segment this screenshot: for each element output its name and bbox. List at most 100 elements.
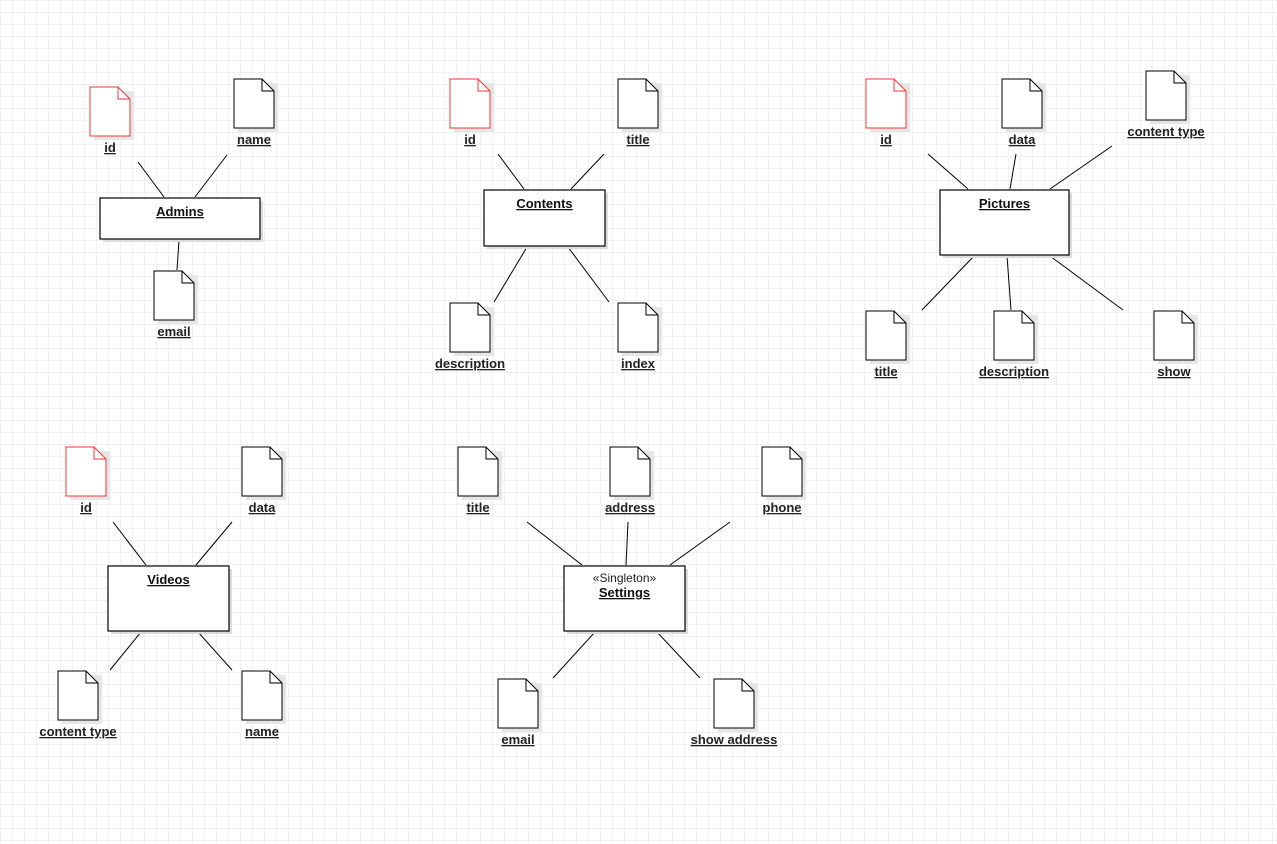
contents-attribute-description[interactable]: description <box>435 302 505 371</box>
attribute-label: title <box>626 132 649 147</box>
attribute-label: email <box>501 732 534 747</box>
entity-box <box>107 565 230 632</box>
entity-settings[interactable]: «Singleton»Settings <box>563 565 688 634</box>
settings-attribute-show-address[interactable]: show address <box>691 678 778 747</box>
key-attribute-document-icon <box>449 78 494 132</box>
attribute-label: id <box>104 140 116 155</box>
contents-connector-id <box>497 153 525 190</box>
attribute-label: description <box>435 356 505 371</box>
pictures-attribute-data[interactable]: data <box>1001 78 1046 147</box>
entity-name: Videos <box>147 572 189 587</box>
attribute-label: show address <box>691 732 778 747</box>
document-icon <box>713 678 758 732</box>
entity-pictures[interactable]: Pictures <box>939 189 1072 258</box>
document-icon <box>865 310 910 364</box>
attribute-label: data <box>249 500 277 515</box>
entity-name: Settings <box>599 585 650 600</box>
document-icon <box>993 310 1038 364</box>
entity-name: Contents <box>516 196 572 211</box>
connectors-layer <box>109 145 1124 679</box>
entity-stereotype: «Singleton» <box>593 571 657 585</box>
document-icon <box>153 270 198 324</box>
document-icon <box>1001 78 1046 132</box>
document-icon <box>1145 70 1190 124</box>
settings-connector-phone <box>669 521 731 566</box>
attribute-label: id <box>80 500 92 515</box>
pictures-connector-show <box>1049 255 1124 311</box>
settings-connector-title <box>526 521 583 566</box>
settings-attribute-phone[interactable]: phone <box>761 446 806 515</box>
document-icon <box>457 446 502 500</box>
videos-connector-content-type <box>109 631 142 671</box>
contents-connector-description <box>493 246 528 303</box>
document-icon <box>497 678 542 732</box>
attribute-label: title <box>874 364 897 379</box>
entity-admins[interactable]: Admins <box>99 197 263 242</box>
entity-box <box>99 197 261 240</box>
attribute-label: id <box>464 132 476 147</box>
document-icon <box>617 78 662 132</box>
pictures-connector-data <box>1009 153 1017 190</box>
attribute-label: description <box>979 364 1049 379</box>
settings-connector-email <box>552 631 596 679</box>
entity-name: Admins <box>156 204 204 219</box>
contents-attribute-id[interactable]: id <box>449 78 494 147</box>
pictures-connector-title <box>921 255 975 311</box>
pictures-attribute-title[interactable]: title <box>865 310 910 379</box>
key-attribute-document-icon <box>865 78 910 132</box>
admins-connector-email <box>176 239 180 271</box>
pictures-connector-description <box>1006 255 1012 311</box>
entity-box <box>483 189 606 247</box>
document-icon <box>617 302 662 356</box>
videos-attribute-data[interactable]: data <box>241 446 286 515</box>
videos-attribute-id[interactable]: id <box>65 446 110 515</box>
pictures-attribute-show[interactable]: show <box>1153 310 1198 379</box>
entity-name: Pictures <box>979 196 1030 211</box>
document-icon <box>241 670 286 724</box>
attributes-layer: id name email id title description index id data… <box>39 70 1205 747</box>
attribute-label: phone <box>763 500 802 515</box>
contents-connector-index <box>567 246 610 303</box>
document-icon <box>609 446 654 500</box>
settings-attribute-address[interactable]: address <box>605 446 655 515</box>
settings-attribute-title[interactable]: title <box>457 446 502 515</box>
pictures-attribute-content-type[interactable]: content type <box>1127 70 1205 139</box>
attribute-label: content type <box>39 724 116 739</box>
videos-connector-id <box>112 521 147 566</box>
settings-connector-show-address <box>656 631 701 679</box>
videos-connector-data <box>195 521 233 566</box>
pictures-attribute-description[interactable]: description <box>979 310 1049 379</box>
settings-attribute-email[interactable]: email <box>497 678 542 747</box>
document-icon <box>761 446 806 500</box>
contents-attribute-index[interactable]: index <box>617 302 662 371</box>
admins-connector-name <box>194 154 228 198</box>
entity-contents[interactable]: Contents <box>483 189 608 249</box>
attribute-label: name <box>237 132 271 147</box>
admins-attribute-email[interactable]: email <box>153 270 198 339</box>
attribute-label: address <box>605 500 655 515</box>
entity-box <box>563 565 686 632</box>
attribute-label: title <box>466 500 489 515</box>
videos-attribute-content-type[interactable]: content type <box>39 670 117 739</box>
attribute-label: show <box>1157 364 1191 379</box>
pictures-connector-content-type <box>1049 145 1113 190</box>
pictures-attribute-id[interactable]: id <box>865 78 910 147</box>
attribute-label: name <box>245 724 279 739</box>
attribute-label: id <box>880 132 892 147</box>
admins-attribute-id[interactable]: id <box>89 86 134 155</box>
contents-attribute-title[interactable]: title <box>617 78 662 147</box>
entity-videos[interactable]: Videos <box>107 565 232 634</box>
document-icon <box>1153 310 1198 364</box>
key-attribute-document-icon <box>89 86 134 140</box>
attribute-label: content type <box>1127 124 1204 139</box>
pictures-connector-id <box>927 153 969 190</box>
document-icon <box>57 670 102 724</box>
videos-attribute-name[interactable]: name <box>241 670 286 739</box>
document-icon <box>241 446 286 500</box>
settings-connector-address <box>625 521 629 566</box>
videos-connector-name <box>197 631 233 671</box>
admins-connector-id <box>137 161 165 198</box>
admins-attribute-name[interactable]: name <box>233 78 278 147</box>
